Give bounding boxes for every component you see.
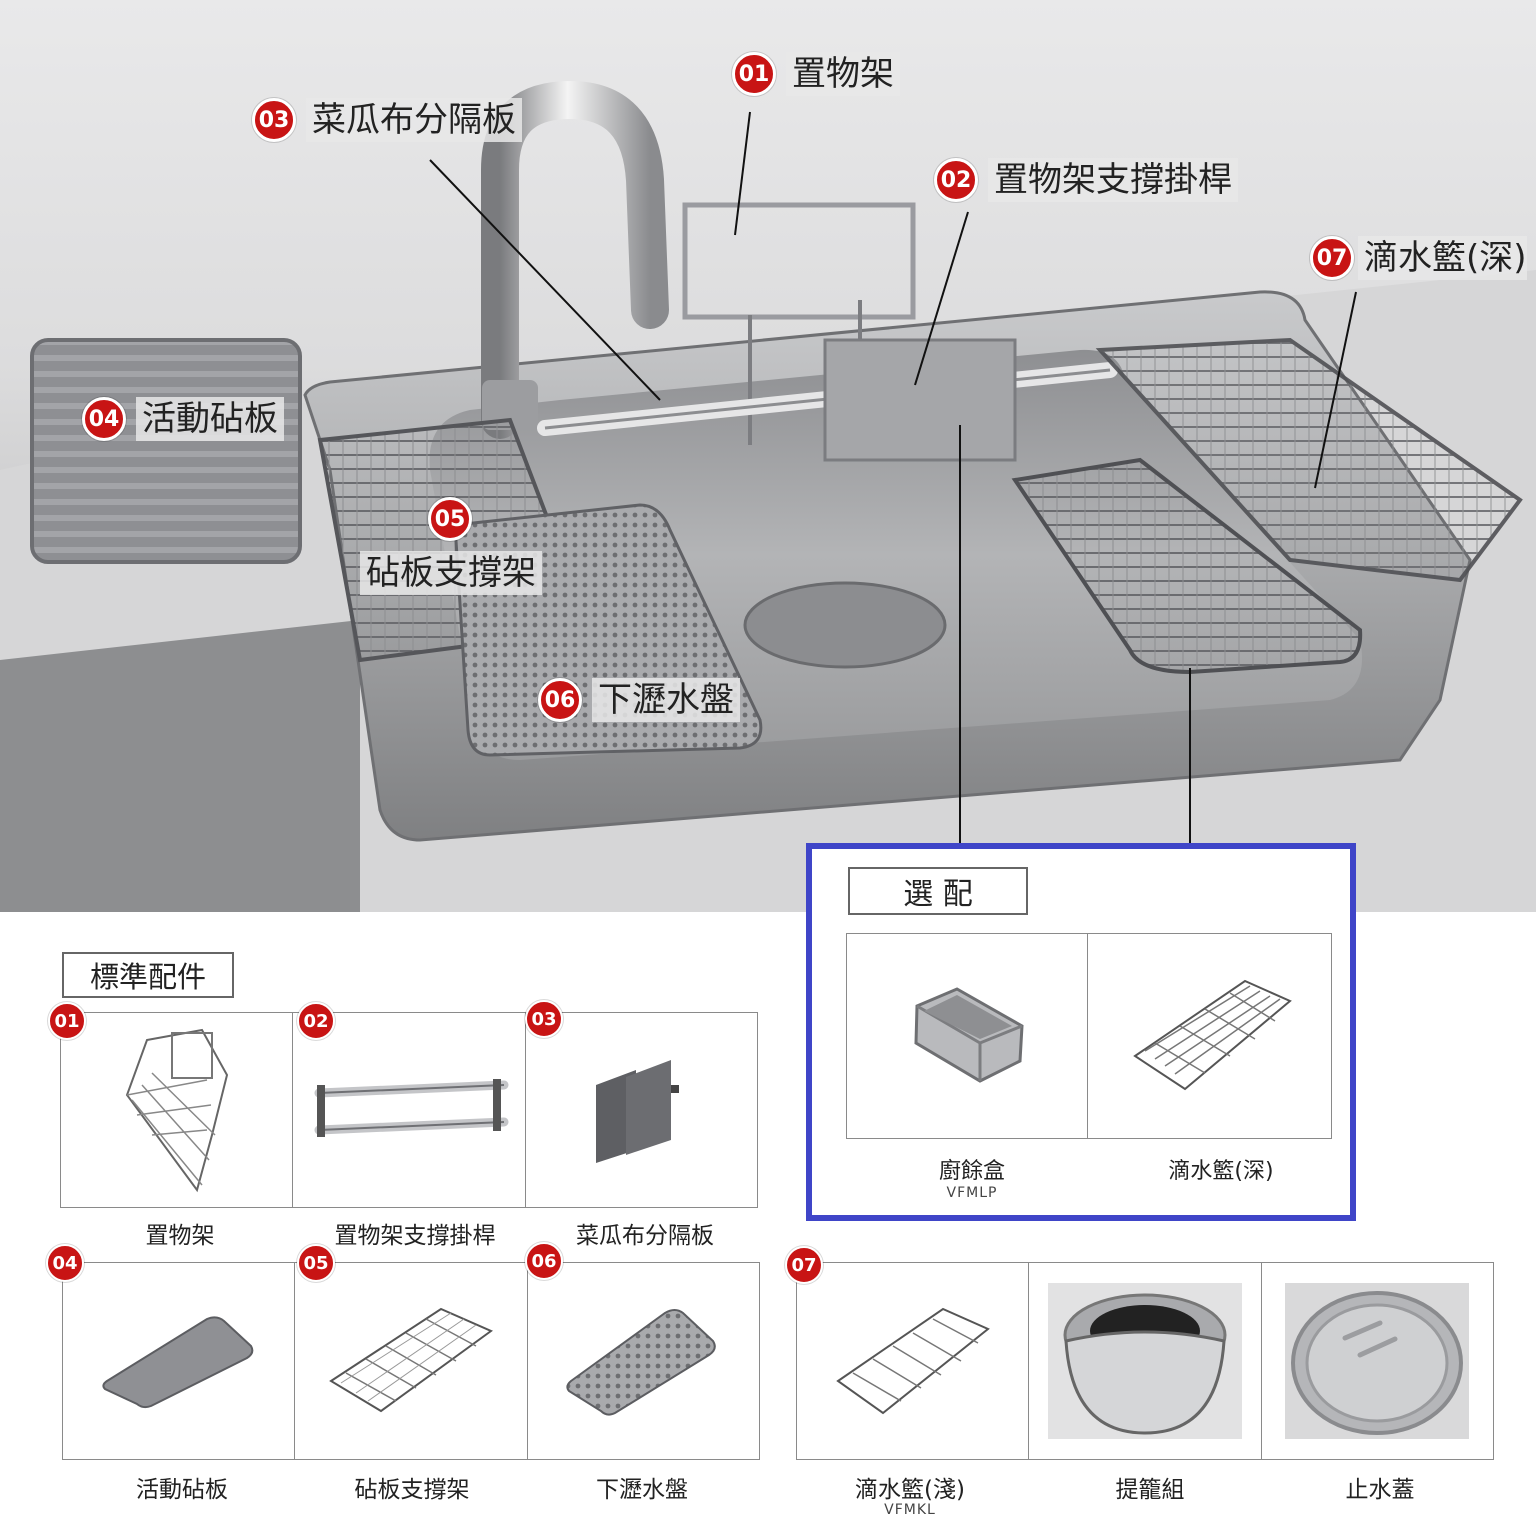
callout-02: 02 置物架支撐掛桿 [934,158,1238,202]
callout-03: 03 菜瓜布分隔板 [252,98,522,142]
callout-07: 07 滴水籃(深) [1310,236,1527,280]
number-badge: 01 [732,52,776,96]
callout-label: 置物架 [786,52,900,96]
standard-cell-07-stopper [1262,1263,1493,1459]
caption-01: 置物架 [145,1223,215,1249]
number-badge-01: 01 [48,1002,86,1040]
standard-cell-07-shallow [797,1263,1030,1459]
number-badge-05: 05 [297,1244,335,1282]
number-badge: 03 [252,98,296,142]
support-rod-icon [314,1079,509,1137]
number-badge-03: 03 [525,1000,563,1038]
number-badge: 02 [934,158,978,202]
callout-label: 滴水籃(深) [1358,236,1527,280]
standard-cell-02 [293,1013,526,1207]
strainer-basket-icon [1047,1283,1242,1439]
caption-03: 菜瓜布分隔板 [576,1223,714,1249]
model-07-shallow: VFMKL [884,1502,936,1518]
callout-06: 06 下瀝水盤 [538,678,740,722]
standard-cell-01 [61,1013,294,1207]
caption-04: 活動砧板 [136,1477,228,1503]
standard-title: 標準配件 [62,952,234,998]
optional-caption-food-box: 廚餘盒 [938,1159,1005,1184]
optional-cell-deep-basket [1088,934,1331,1138]
caption-05: 砧板支撐架 [354,1477,470,1503]
food-waste-box-icon [914,987,1024,1083]
callout-04: 04 活動砧板 [82,397,284,441]
sink-illustration [0,80,1536,912]
caption-07-strainer: 提籠組 [1115,1477,1185,1503]
caption-07-stopper: 止水蓋 [1345,1477,1415,1503]
optional-model-food-box: VFMLP [946,1185,998,1201]
callout-label: 下瀝水盤 [592,678,740,722]
number-badge: 05 [428,497,472,541]
number-badge: 04 [82,397,126,441]
standard-cell-03 [526,1013,757,1207]
caption-02: 置物架支撐掛桿 [334,1223,496,1249]
optional-caption-deep-basket: 滴水籃(深) [1168,1159,1274,1184]
deep-drain-basket-icon [1132,979,1292,1091]
number-badge-06: 06 [525,1242,563,1280]
standard-cell-04 [63,1263,296,1459]
drain-tray-icon [566,1309,717,1416]
callout-label: 置物架支撐掛桿 [988,158,1238,202]
standard-row-2 [62,1262,760,1460]
number-badge: 07 [1310,236,1354,280]
callout-label: 菜瓜布分隔板 [306,98,522,142]
optional-accessories-panel: 選 配 廚餘盒 VFMLP 滴水籃(深) [806,843,1356,1221]
number-badge-02: 02 [297,1002,335,1040]
divider-plate-icon [596,1060,680,1163]
number-badge-04: 04 [46,1244,84,1282]
sink-hero-photo: 01 置物架 02 置物架支撐掛桿 03 菜瓜布分隔板 04 活動砧板 05 砧… [0,0,1536,912]
optional-title: 選 配 [848,867,1028,915]
number-badge-07: 07 [785,1246,823,1284]
drain-stopper-icon [1285,1283,1470,1439]
optional-cell-food-box [847,934,1088,1138]
optional-grid [846,933,1332,1139]
standard-row-3 [796,1262,1494,1460]
callout-label: 活動砧板 [136,397,284,441]
standard-cell-07-strainer [1029,1263,1262,1459]
number-badge: 06 [538,678,582,722]
standard-cell-05 [295,1263,528,1459]
cutting-board-icon [102,1316,253,1409]
board-support-rack-icon [329,1307,493,1413]
callout-01: 01 置物架 [732,52,900,96]
standard-row-1 [60,1012,758,1208]
caption-06: 下瀝水盤 [596,1477,688,1503]
storage-rack-icon [125,1028,228,1193]
callout-label: 砧板支撐架 [360,551,542,595]
shallow-drain-basket-icon [835,1307,990,1415]
caption-07-shallow: 滴水籃(淺) [855,1477,965,1503]
standard-cell-06 [528,1263,759,1459]
